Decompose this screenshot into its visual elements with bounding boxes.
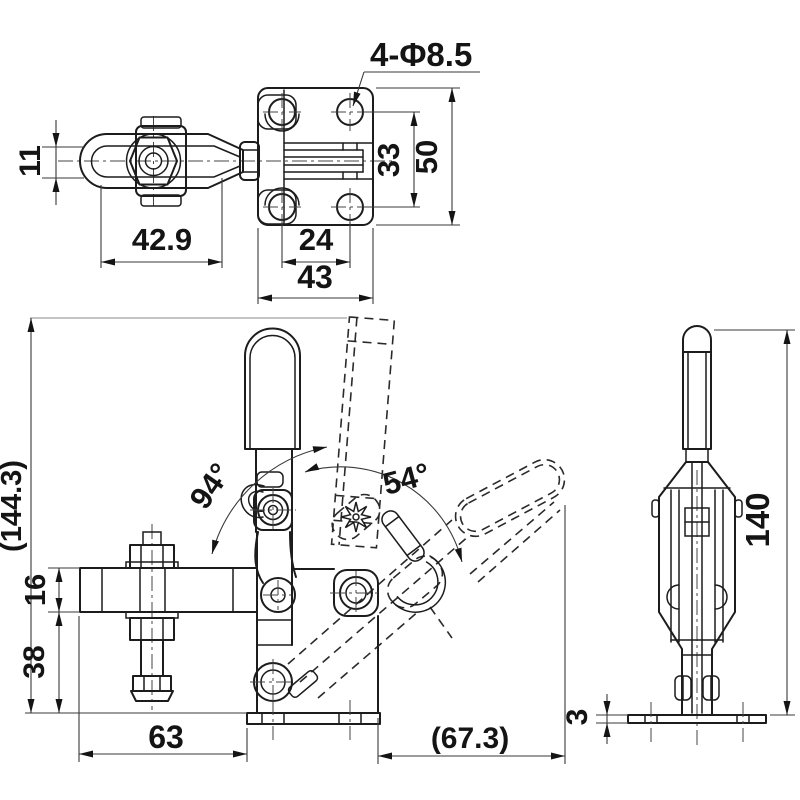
bar-pivot-boss [330, 569, 382, 617]
overall-height-label: (144.3) [0, 460, 28, 552]
handle-angle-label: 94° [183, 457, 239, 515]
pivot-lobe-open-upper [331, 493, 381, 541]
open-reach-label: (67.3) [431, 722, 509, 755]
slot-width-label: 11 [14, 145, 47, 177]
spindle-assembly [125, 524, 179, 710]
hole-callout-label: 4-Φ8.5 [370, 36, 472, 73]
front-view: 94° 54° (144.3) 16 38 [0, 316, 566, 764]
open-link-band-inner [396, 561, 439, 606]
serrated-washer-detail [340, 501, 372, 533]
base-front [246, 700, 381, 740]
base-thickness-label: 3 [561, 709, 594, 726]
spindle-nut-top [125, 116, 187, 207]
arm-length-label: 42.9 [132, 222, 192, 257]
plate-width-label: 43 [297, 259, 333, 295]
hole-pitch-y-label: 33 [371, 143, 406, 177]
mounting-plate-top [257, 87, 374, 226]
clamp-bar-top [79, 133, 244, 189]
clamp-body [256, 531, 379, 714]
spring [381, 510, 425, 562]
top-view-dimensions: 4-Φ8.5 11 42.9 24 [14, 36, 480, 304]
handle-grip-open [454, 458, 566, 538]
handle-pivot [250, 488, 296, 532]
base-side [627, 702, 767, 742]
handle-open-upright [330, 316, 396, 549]
open-position-dashed [287, 316, 566, 699]
hole-pitch-x-label: 24 [299, 222, 334, 257]
open-link-band-outer [391, 555, 447, 613]
handle-side [682, 325, 712, 463]
side-view-dimensions: 140 3 [561, 329, 795, 744]
plate-height-label: 50 [409, 140, 444, 174]
top-view: 4-Φ8.5 11 42.9 24 [14, 36, 480, 304]
side-view: 140 3 [561, 325, 795, 748]
bar-angle-label: 54° [379, 456, 433, 502]
base-to-bar-label: 38 [18, 645, 51, 678]
front-view-dimensions: (144.3) 16 38 63 (67.3) [0, 317, 566, 764]
mounting-holes [263, 93, 369, 226]
bar-reach-label: 63 [148, 719, 184, 755]
toggle-link [254, 531, 297, 613]
bar-section-label: 16 [20, 574, 52, 606]
side-height-label: 140 [739, 492, 776, 547]
spring-clip [287, 670, 319, 698]
clamping-bar-front [79, 567, 258, 613]
body-side [651, 461, 743, 716]
